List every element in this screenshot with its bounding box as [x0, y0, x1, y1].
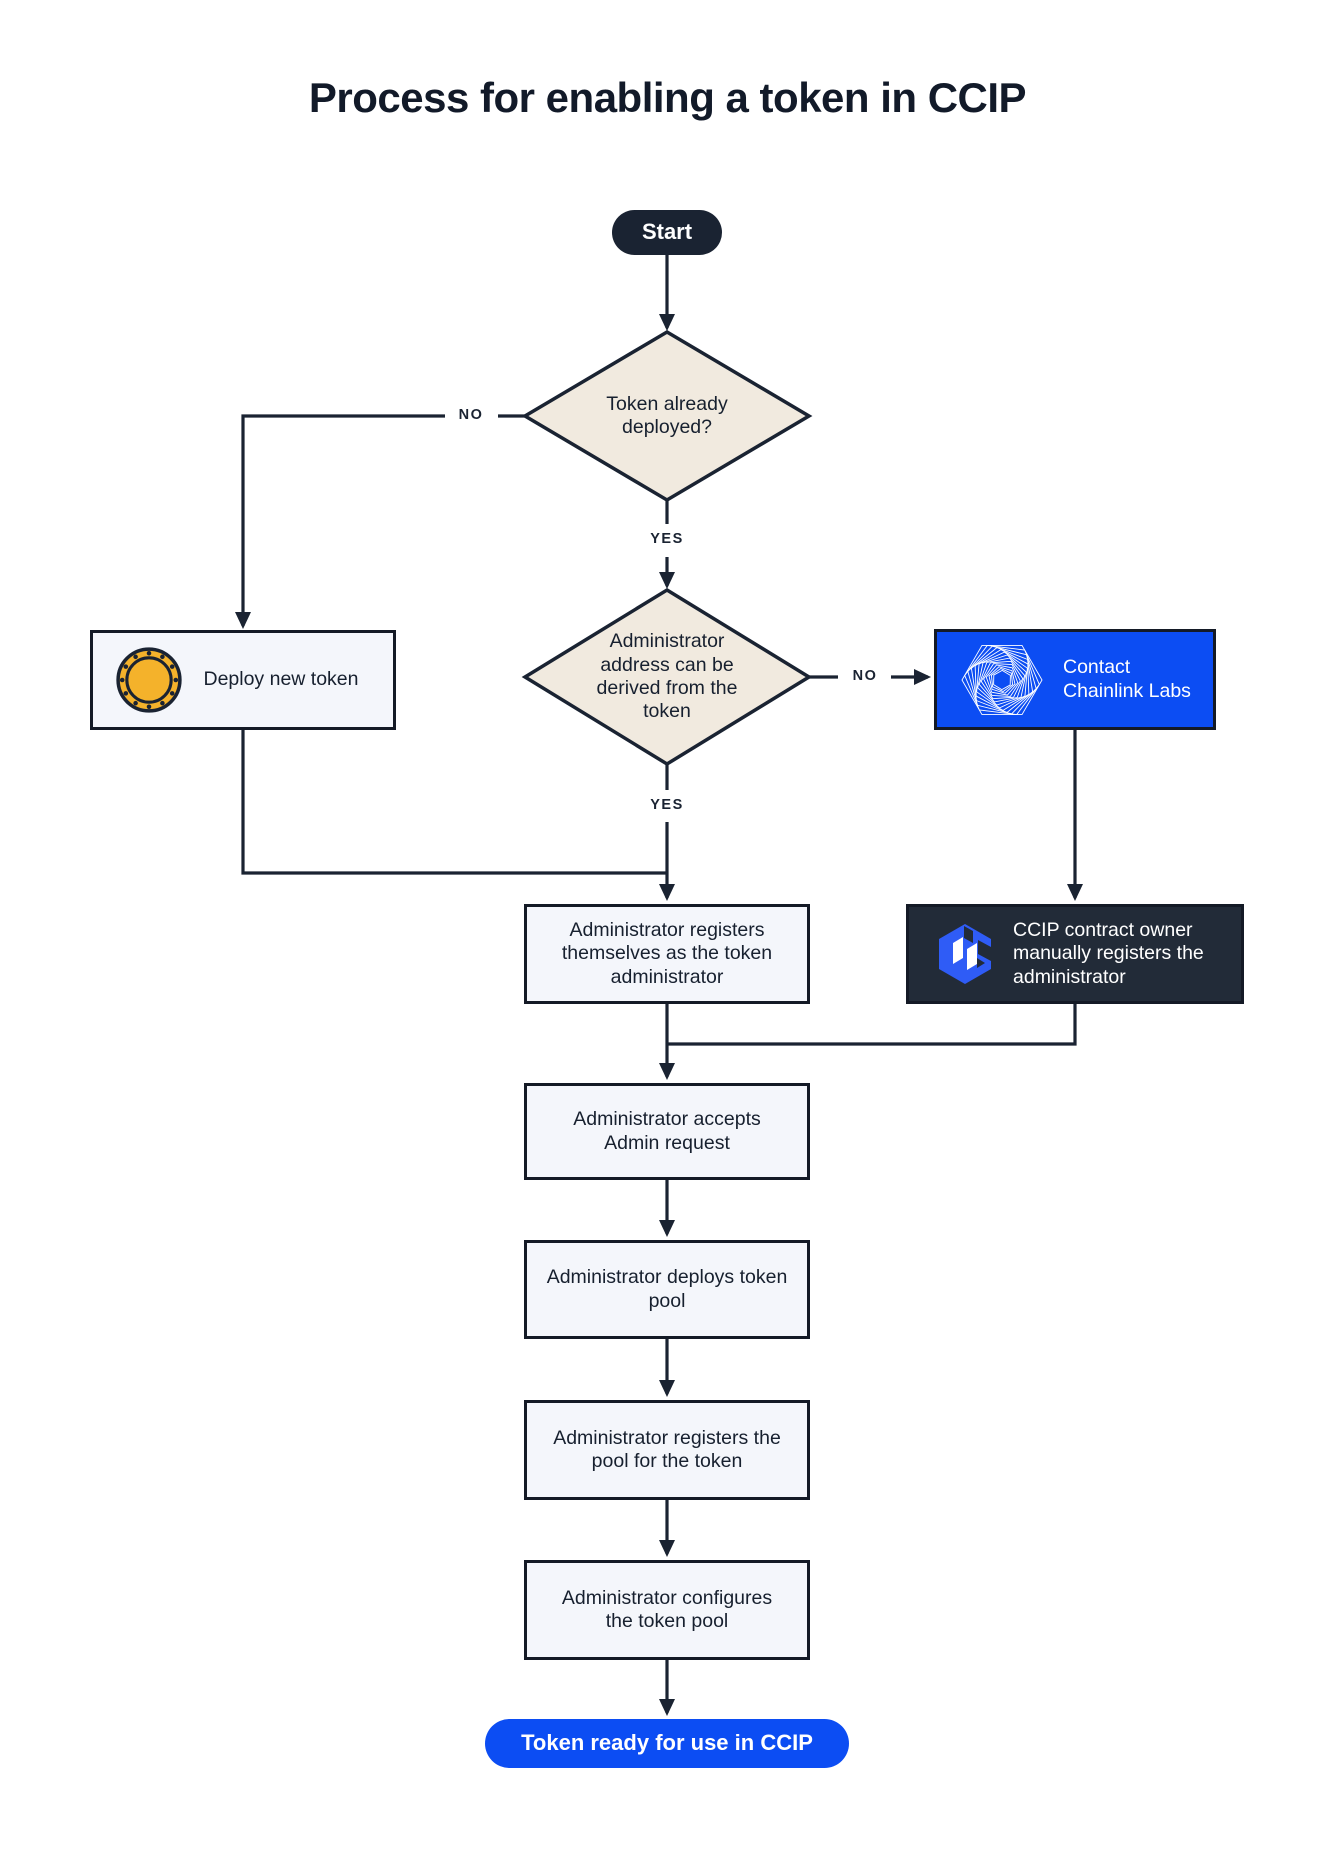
edge-label-no-admin-derived: NO	[852, 668, 878, 684]
decision-token-deployed-shape	[521, 329, 813, 503]
start-node: Start	[612, 210, 722, 255]
coin-icon	[115, 646, 183, 714]
admin-accepts-label: Administrator accepts Admin request	[573, 1108, 761, 1154]
ccip-logo-icon	[933, 922, 997, 986]
token-ready-node: Token ready for use in CCIP	[485, 1719, 849, 1768]
decision-admin-derived-shape	[521, 587, 813, 767]
contact-chainlink-label: Contact Chainlink Labs	[1063, 656, 1191, 702]
edge-label-no-token-deployed: NO	[458, 407, 484, 423]
edge-deploy-merge	[241, 730, 668, 875]
admin-configures-pool-node: Administrator configures the token pool	[524, 1560, 810, 1660]
admin-deploys-pool-label: Administrator deploys token pool	[546, 1266, 788, 1312]
edge-token-deployed-no-to-deploy	[235, 414, 445, 629]
decision-token-deployed-label: Token already deployed?	[606, 392, 728, 438]
edge-label-yes-token-deployed: YES	[650, 531, 684, 547]
chainlink-vortex-icon	[955, 633, 1049, 727]
admin-registers-self-node: Administrator registers themselves as th…	[524, 904, 810, 1004]
deploy-new-token-node: Deploy new token	[90, 630, 396, 730]
admin-accepts-node: Administrator accepts Admin request	[524, 1083, 810, 1180]
admin-registers-self-label: Administrator registers themselves as th…	[561, 918, 773, 988]
admin-registers-pool-label: Administrator registers the pool for the…	[553, 1426, 781, 1472]
admin-configures-pool-label: Administrator configures the token pool	[561, 1586, 773, 1632]
admin-registers-pool-node: Administrator registers the pool for the…	[524, 1400, 810, 1500]
edge-ccip-owner-merge	[668, 1004, 1077, 1046]
ccip-owner-registers-node: CCIP contract owner manually registers t…	[906, 904, 1244, 1004]
start-label: Start	[641, 219, 693, 245]
ccip-owner-registers-label: CCIP contract owner manually registers t…	[1013, 918, 1204, 988]
admin-deploys-pool-node: Administrator deploys token pool	[524, 1240, 810, 1339]
deploy-new-token-label: Deploy new token	[203, 668, 359, 691]
contact-chainlink-node: Contact Chainlink Labs	[934, 629, 1216, 730]
token-ready-label: Token ready for use in CCIP	[521, 1730, 813, 1756]
page-title: Process for enabling a token in CCIP	[308, 74, 1027, 121]
edge-label-yes-admin-derived: YES	[650, 797, 684, 813]
decision-admin-derived-label: Administrator address can be derived fro…	[596, 630, 738, 723]
